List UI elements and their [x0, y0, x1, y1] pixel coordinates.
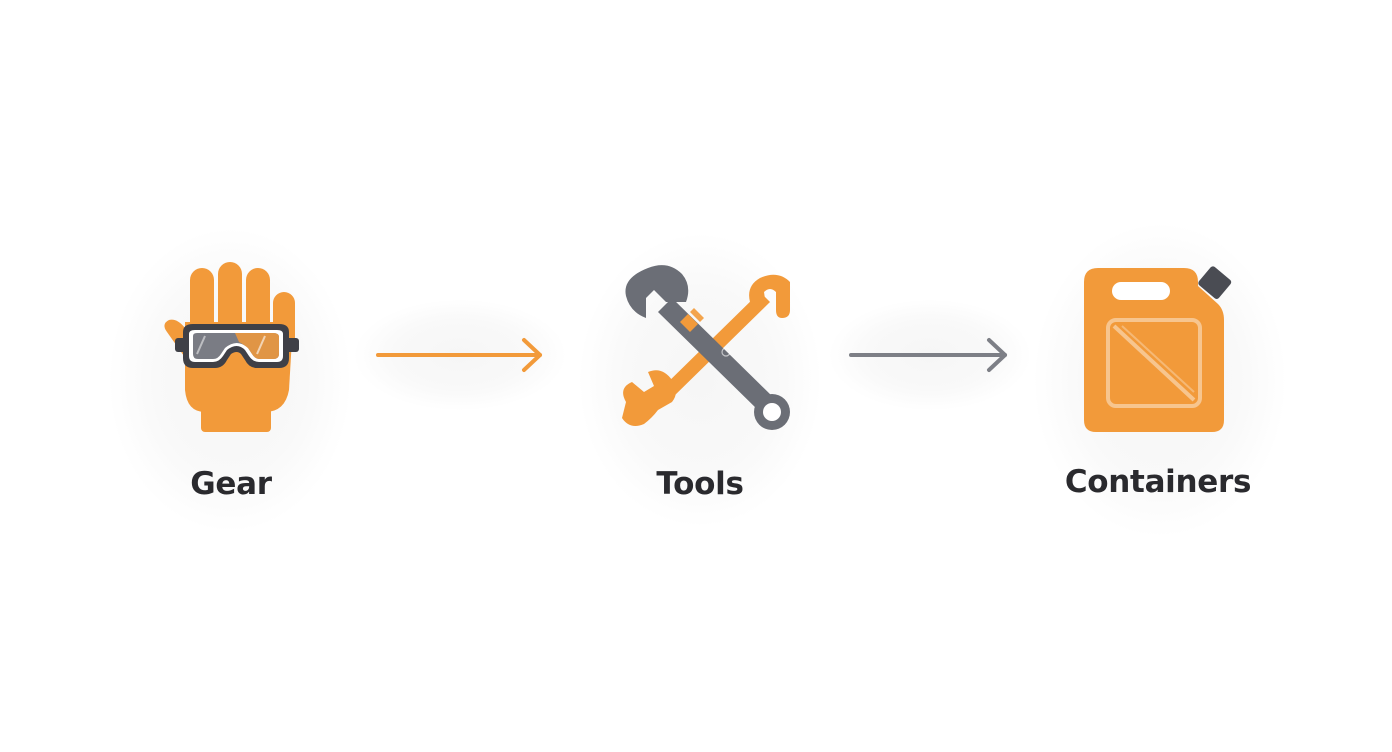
wrench-crowbar-icon [610, 262, 790, 438]
arrow-tools-to-containers [849, 336, 1011, 376]
step-containers: Containers [1038, 264, 1278, 500]
step-tools: Tools [580, 262, 820, 502]
arrow-gear-to-tools [376, 336, 546, 376]
step-label-containers: Containers [1064, 464, 1252, 500]
step-label-gear: Gear [190, 466, 272, 502]
glove-goggles-icon [161, 262, 301, 434]
arrow-head-icon [987, 338, 1007, 372]
step-gear: Gear [111, 262, 351, 502]
step-label-tools: Tools [656, 466, 744, 502]
jerry-can-icon [1082, 264, 1234, 434]
arrow-head-icon [522, 338, 542, 372]
